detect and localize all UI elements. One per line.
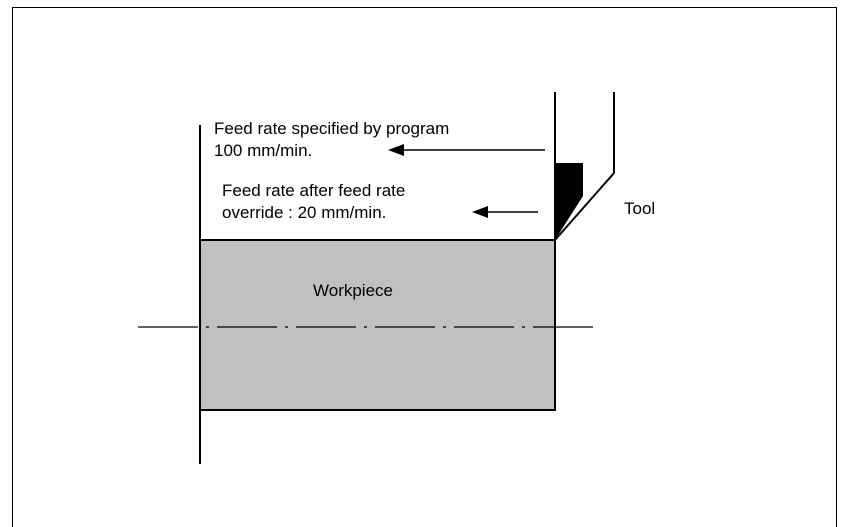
tool-label: Tool bbox=[624, 199, 656, 218]
tool-tip bbox=[555, 163, 583, 240]
program-feed-arrow bbox=[388, 144, 545, 156]
workpiece-label: Workpiece bbox=[313, 281, 393, 300]
program-rate-label-line2: 100 mm/min. bbox=[214, 141, 313, 160]
diagram-frame bbox=[12, 7, 837, 527]
override-feed-arrow bbox=[472, 206, 538, 218]
program-rate-label-line1: Feed rate specified by program bbox=[214, 119, 450, 138]
override-rate-label-line2: override : 20 mm/min. bbox=[222, 203, 387, 222]
tool bbox=[554, 92, 615, 241]
workpiece bbox=[199, 239, 556, 411]
override-rate-label-line1: Feed rate after feed rate bbox=[222, 181, 406, 200]
